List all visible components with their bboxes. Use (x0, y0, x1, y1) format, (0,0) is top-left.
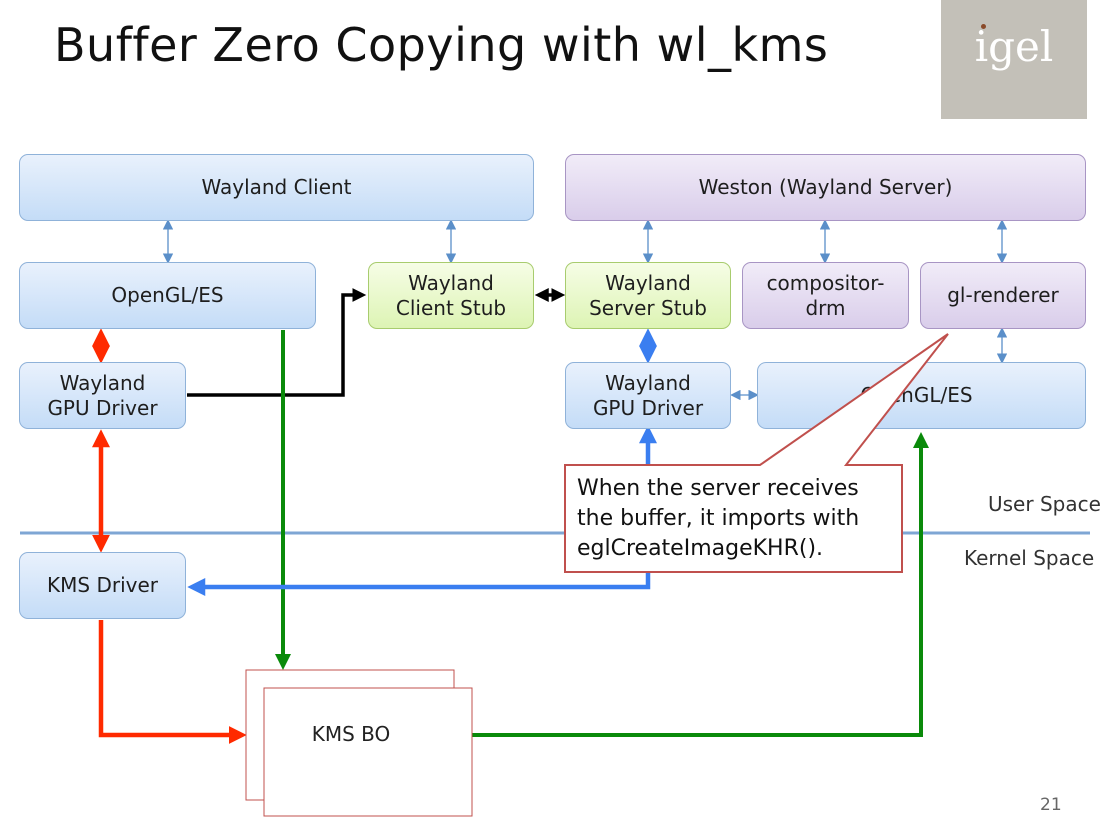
wayland-client-label: Wayland Client (201, 175, 352, 199)
opengl-es-client-box: OpenGL/ES (19, 262, 316, 329)
weston-server-box: Weston (Wayland Server) (565, 154, 1086, 221)
user-space-label: User Space (988, 492, 1101, 516)
green-bo-to-server-opengl-arrow (455, 432, 929, 737)
gl-renderer-label: gl-renderer (947, 283, 1059, 307)
igel-logo: igel (941, 0, 1087, 119)
red-kms-to-bo-arrow (98, 620, 247, 744)
logo-dot (981, 24, 986, 29)
slide-title: Buffer Zero Copying with wl_kms (54, 18, 829, 72)
kernel-space-label: Kernel Space (964, 546, 1095, 570)
opengl-es-client-label: OpenGL/ES (111, 283, 224, 307)
wayland-gpu-driver-server-box: Wayland GPU Driver (565, 362, 731, 429)
weston-label: Weston (Wayland Server) (698, 175, 953, 199)
wayland-client-box: Wayland Client (19, 154, 534, 221)
callout-text: When the server receives the buffer, it … (577, 476, 860, 561)
kms-bo-front-rect (263, 687, 473, 817)
logo-text: igel (974, 22, 1054, 71)
compositor-drm-box: compositor- drm (742, 262, 909, 329)
callout-bubble (564, 333, 949, 573)
kms-driver-box: KMS Driver (19, 552, 186, 619)
kms-driver-label: KMS Driver (47, 573, 158, 597)
kms-bo-label: KMS BO (311, 722, 391, 746)
gl-renderer-box: gl-renderer (920, 262, 1086, 329)
wayland-server-stub-label: Wayland Server Stub (589, 270, 707, 320)
page-number: 21 (1040, 795, 1062, 815)
compositor-drm-label: compositor- drm (766, 270, 885, 320)
wayland-gpu-driver-client-label: Wayland GPU Driver (47, 370, 158, 420)
wayland-client-stub-label: Wayland Client Stub (395, 270, 507, 320)
wayland-gpu-driver-server-label: Wayland GPU Driver (592, 370, 704, 420)
wayland-client-stub-box: Wayland Client Stub (368, 262, 534, 329)
black-gpu-to-client-stub-arrow (187, 288, 367, 397)
wayland-gpu-driver-client-box: Wayland GPU Driver (19, 362, 186, 429)
wayland-server-stub-box: Wayland Server Stub (565, 262, 731, 329)
